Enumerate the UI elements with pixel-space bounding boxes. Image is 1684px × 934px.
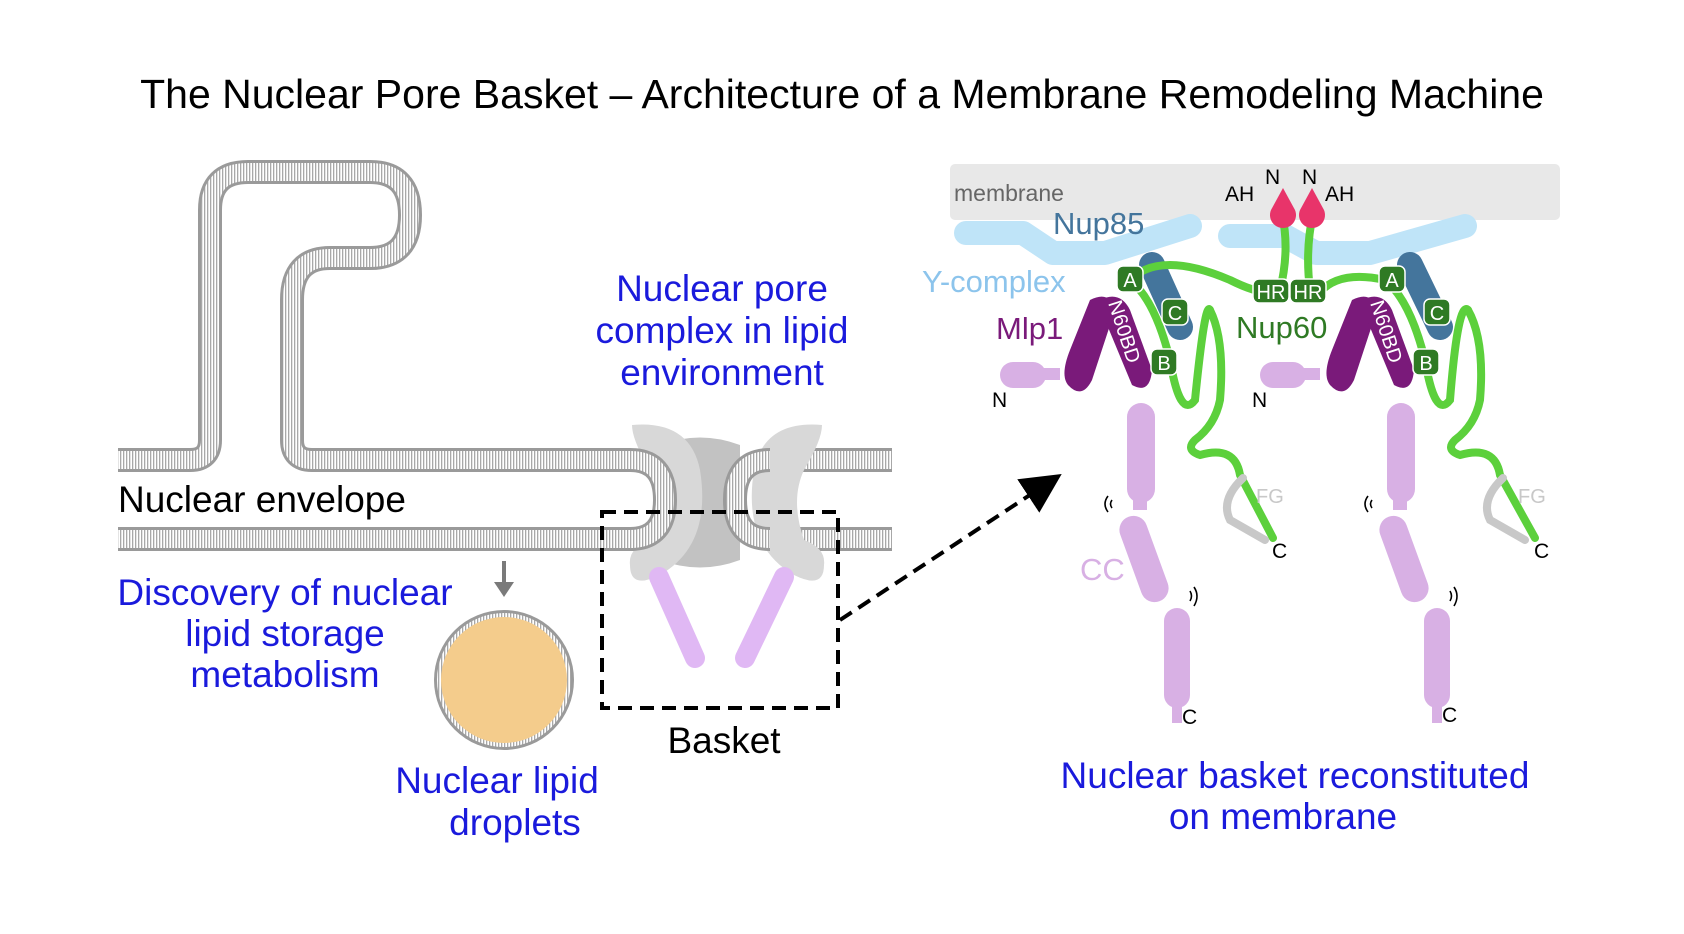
discovery-caption-line: Discovery of nuclear bbox=[117, 572, 452, 613]
svg-text:AH: AH bbox=[1225, 183, 1254, 206]
svg-text:B: B bbox=[1157, 353, 1170, 375]
svg-text:N: N bbox=[1265, 166, 1280, 189]
droplet-caption-line: droplets bbox=[449, 802, 581, 843]
npc-caption-line: complex in lipid bbox=[596, 310, 849, 351]
basket-caption-line: on membrane bbox=[1169, 796, 1397, 837]
svg-text:N: N bbox=[1252, 389, 1267, 412]
svg-text:N: N bbox=[1302, 166, 1317, 189]
basket-filament-right bbox=[735, 567, 794, 668]
basket-label: Basket bbox=[667, 720, 781, 761]
npc-caption-line: environment bbox=[620, 352, 824, 393]
basket-caption-line: Nuclear basket reconstituted bbox=[1061, 755, 1530, 796]
droplet-caption-line: Nuclear lipid bbox=[395, 760, 599, 801]
figure-title: The Nuclear Pore Basket – Architecture o… bbox=[140, 71, 1544, 117]
down-arrow-icon bbox=[494, 561, 514, 597]
fg-label: FG bbox=[1518, 486, 1546, 508]
membrane-bar bbox=[950, 164, 1560, 220]
mlp1-label: Mlp1 bbox=[996, 311, 1063, 346]
membrane-label: membrane bbox=[954, 180, 1064, 206]
svg-text:C: C bbox=[1430, 303, 1444, 325]
nup60-label: Nup60 bbox=[1236, 310, 1327, 345]
zoom-arrow bbox=[838, 474, 1062, 622]
mlp1-domain bbox=[1064, 296, 1414, 392]
svg-text:A: A bbox=[1385, 270, 1399, 292]
svg-text:B: B bbox=[1419, 353, 1432, 375]
svg-text:C: C bbox=[1442, 704, 1457, 727]
fg-region bbox=[1483, 474, 1529, 544]
svg-text:C: C bbox=[1272, 540, 1287, 563]
svg-text:N: N bbox=[992, 389, 1007, 412]
cc-label: CC bbox=[1080, 552, 1125, 587]
nuclear-envelope-label: Nuclear envelope bbox=[118, 479, 406, 520]
nuclear-pore-complex bbox=[629, 424, 825, 581]
fg-label: FG bbox=[1256, 486, 1284, 508]
fg-region bbox=[1223, 474, 1269, 544]
discovery-caption: Discovery of nuclear lipid storage metab… bbox=[117, 572, 452, 695]
discovery-caption-line: metabolism bbox=[190, 654, 379, 695]
basket-zoom-box bbox=[600, 510, 840, 710]
ah-helix-icon bbox=[1270, 188, 1296, 229]
svg-text:AH: AH bbox=[1325, 183, 1354, 206]
svg-text:HR: HR bbox=[1294, 282, 1323, 304]
droplet-caption: Nuclear lipid droplets bbox=[395, 760, 599, 843]
basket-caption: Nuclear basket reconstituted on membrane bbox=[1061, 755, 1530, 837]
svg-text:C: C bbox=[1182, 706, 1197, 729]
svg-text:C: C bbox=[1534, 540, 1549, 563]
svg-text:A: A bbox=[1123, 270, 1137, 292]
nup85-label: Nup85 bbox=[1053, 206, 1144, 241]
svg-text:HR: HR bbox=[1257, 282, 1286, 304]
basket-filament-left bbox=[649, 567, 705, 668]
lipid-droplet bbox=[434, 610, 574, 750]
discovery-caption-line: lipid storage bbox=[185, 613, 385, 654]
npc-caption: Nuclear pore complex in lipid environmen… bbox=[596, 268, 849, 393]
y-complex-label: Y-complex bbox=[922, 264, 1066, 299]
npc-caption-line: Nuclear pore bbox=[616, 268, 828, 309]
nup60-chain bbox=[1126, 210, 1539, 542]
y-complex-right bbox=[1218, 214, 1477, 265]
ah-helix-icon bbox=[1299, 188, 1325, 228]
y-complex-left bbox=[954, 214, 1202, 265]
svg-text:C: C bbox=[1168, 303, 1182, 325]
flex-marks bbox=[1104, 495, 1458, 607]
terminus-labels: AH AH N N N N C C C C bbox=[992, 166, 1549, 729]
site-badges: A C B A C B HR HR bbox=[1116, 265, 1451, 376]
mlp1-coiled-coil bbox=[1000, 362, 1450, 723]
